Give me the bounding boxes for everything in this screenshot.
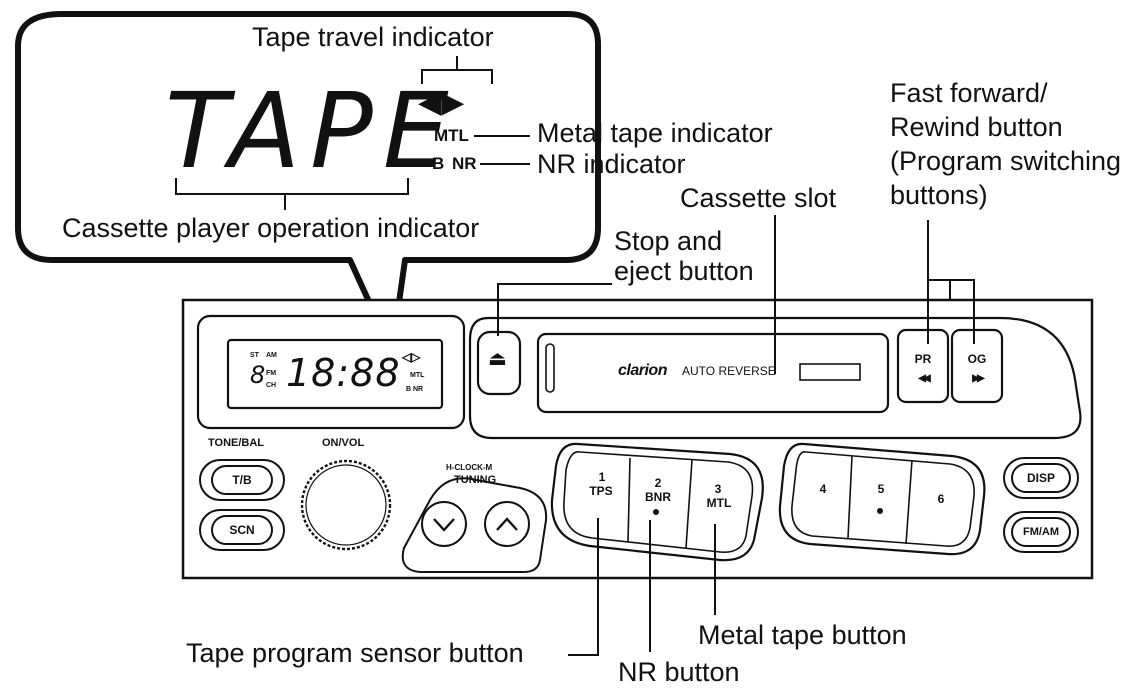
volume-knob-rim <box>305 464 387 546</box>
preset-group-left-outline <box>550 442 764 562</box>
lcd-single-digit: 8 <box>250 361 266 389</box>
on-vol-label: ON/VOL <box>322 437 365 449</box>
disp-button-inner <box>1011 463 1071 493</box>
volume-knob <box>300 459 392 551</box>
tuning-down-ring <box>421 501 467 547</box>
label-nr-button: NR button <box>618 657 740 687</box>
cassette-bezel <box>468 316 1082 440</box>
label-ff-rew-2: Rewind button <box>890 112 1063 142</box>
preset-group-left-inner <box>563 451 754 553</box>
lcd-bnr: B NR <box>406 386 424 393</box>
label-ff-rew-3: (Program switching <box>890 146 1122 176</box>
fmam-button[interactable]: FM/AM <box>1022 526 1060 538</box>
stop-eject-leader <box>497 283 612 336</box>
lcd-fm: FM <box>266 370 277 377</box>
lcd-am: AM <box>266 352 277 359</box>
cassette-slot-inner <box>545 343 555 393</box>
fmam-button-inner <box>1011 517 1071 547</box>
fmam-button-outline <box>1003 511 1079 553</box>
cassette-slot-frame <box>536 332 890 414</box>
preset-2-bnr[interactable]: BNR <box>645 490 671 504</box>
pr-button-outline <box>896 328 950 404</box>
preset-2-dot <box>653 509 659 515</box>
preset-divider-2 <box>685 459 693 549</box>
tuning-down-chevron <box>433 518 455 532</box>
label-tape-travel: Tape travel indicator <box>252 22 494 52</box>
lcd-mtl: MTL <box>410 372 425 379</box>
label-metal-tape-button: Metal tape button <box>698 620 907 650</box>
preset-divider-4 <box>905 459 913 545</box>
preset-group-right-outline <box>778 442 986 556</box>
scn-button-outline <box>199 509 285 551</box>
eject-icon[interactable]: ⏏ <box>488 348 507 370</box>
preset-1-tps[interactable]: TPS <box>589 484 613 498</box>
operation-indicator-bracket <box>175 178 409 210</box>
lcd-st: ST <box>250 352 259 359</box>
bnr-nr-tag: NR <box>452 154 477 173</box>
tb-button-inner <box>211 465 273 495</box>
preset-group-right-inner <box>791 451 975 547</box>
tape-travel-bracket <box>421 56 493 84</box>
label-stop-eject-1: Stop and <box>614 226 723 256</box>
lcd-arrows: ◁▷ <box>402 350 421 364</box>
preset-4-button[interactable]: 4 <box>819 482 827 496</box>
preset-divider-1 <box>627 457 631 543</box>
tps-leader <box>568 518 599 656</box>
mtl-tag: MTL <box>434 126 469 145</box>
tb-button-outline <box>199 459 285 501</box>
preset-2-number[interactable]: 2 <box>654 476 662 490</box>
label-ff-rew-4: buttons) <box>890 180 988 210</box>
og-button-outline <box>950 328 1004 404</box>
label-operation-indicator: Cassette player operation indicator <box>62 213 480 243</box>
label-ff-rew-1: Fast forward/ <box>890 78 1048 108</box>
rewind-icon[interactable]: ◀◀ <box>918 373 930 384</box>
label-stop-eject-2: eject button <box>614 256 754 286</box>
preset-3-number[interactable]: 3 <box>714 482 722 496</box>
ff-rew-leader <box>927 220 975 344</box>
tuning-housing <box>401 477 548 573</box>
big-tape-display: TAPE <box>165 70 459 192</box>
preset-1-number[interactable]: 1 <box>598 470 606 484</box>
label-nr-indicator: NR indicator <box>537 149 686 179</box>
bnr-b-tag: B <box>432 154 445 173</box>
lcd-ch: CH <box>266 382 277 389</box>
label-tape-program-sensor: Tape program sensor button <box>186 638 524 668</box>
tone-bal-label: TONE/BAL <box>208 437 265 449</box>
preset-3-mtl[interactable]: MTL <box>706 496 732 510</box>
preset-divider-3 <box>847 455 853 539</box>
auto-reverse-label: AUTO REVERSE <box>682 364 776 378</box>
disp-button-outline <box>1003 457 1079 499</box>
tuning-up-chevron <box>496 517 518 531</box>
lcd-window <box>226 338 444 410</box>
tuning-label: TUNING <box>454 474 497 486</box>
scn-button-inner <box>211 515 273 545</box>
lcd-housing <box>196 314 466 430</box>
og-button-label[interactable]: OG <box>967 352 987 366</box>
tape-travel-arrows: ◀▶ <box>418 86 465 119</box>
tb-button[interactable]: T/B <box>232 473 252 487</box>
preset-5-button[interactable]: 5 <box>877 482 885 496</box>
label-metal-tape-indicator: Metal tape indicator <box>537 118 773 148</box>
label-cassette-slot: Cassette slot <box>680 183 837 213</box>
h-clock-m-label: H-CLOCK-M <box>446 463 493 472</box>
preset-6-button[interactable]: 6 <box>937 492 945 506</box>
tape-window <box>799 363 861 381</box>
fast-forward-icon[interactable]: ▶▶ <box>972 373 984 384</box>
pr-button-label[interactable]: PR <box>914 352 932 366</box>
scn-button[interactable]: SCN <box>229 523 255 537</box>
tuning-up-ring <box>484 501 530 547</box>
disp-button[interactable]: DISP <box>1026 471 1055 485</box>
preset-5-dot <box>877 508 883 514</box>
brand-logo: clarion <box>618 362 667 379</box>
lcd-digits: 18:88 <box>286 351 401 395</box>
